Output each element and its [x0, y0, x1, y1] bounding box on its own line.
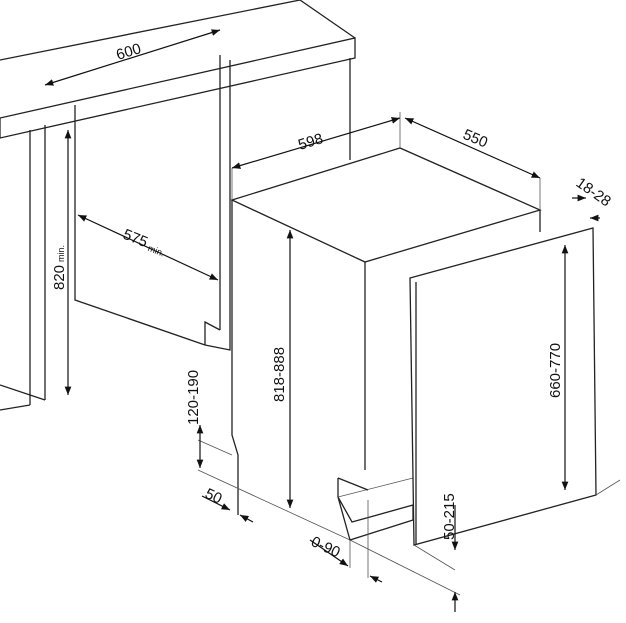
label-plinth-height: 120-190 — [185, 370, 202, 425]
label-door-bottom-gap: 50-215 — [441, 493, 458, 540]
label-niche-depth-suffix: min. — [146, 243, 166, 259]
label-plinth-offset: 0-90 — [308, 533, 342, 561]
label-plinth-setback: 50 — [202, 485, 224, 507]
label-door-thickness: 18-28 — [573, 174, 614, 210]
label-appliance-depth: 550 — [460, 126, 490, 151]
label-door-height: 660-770 — [547, 343, 564, 398]
label-appliance-height: 818-888 — [271, 347, 288, 402]
label-niche-depth: 575 — [121, 226, 151, 251]
door-panel — [409, 227, 621, 571]
label-niche-height-suffix: min. — [56, 245, 66, 262]
label-appliance-width: 598 — [296, 130, 325, 154]
dimension-lines — [44, 29, 600, 612]
label-niche-height: 820 — [51, 265, 68, 290]
label-countertop-width: 600 — [114, 40, 143, 64]
countertop — [0, 0, 356, 139]
